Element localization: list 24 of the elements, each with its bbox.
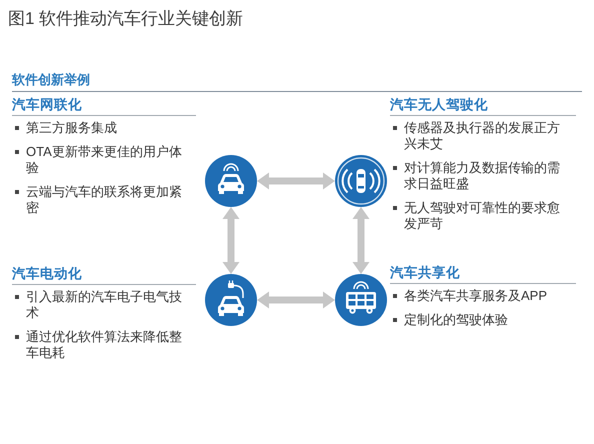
list-item: 通过优化软件算法来降低整车电耗: [14, 329, 186, 361]
list-item: 第三方服务集成: [14, 120, 186, 136]
car-signal-icon: [205, 155, 257, 207]
double-arrow: [257, 172, 335, 190]
section-heading: 汽车网联化: [12, 96, 196, 116]
bus-icon: [335, 274, 387, 326]
title: 图1 软件推动汽车行业关键创新: [8, 8, 244, 30]
list-item: 定制化的驾驶体验: [392, 312, 564, 328]
section-label: 软件创新举例: [12, 71, 582, 92]
electric-car-icon: [205, 274, 257, 326]
list-item: 各类汽车共享服务及APP: [392, 288, 564, 304]
section-heading: 汽车共享化: [390, 264, 576, 284]
section-heading: 汽车电动化: [12, 265, 196, 285]
list-item: OTA更新带来更佳的用户体验: [14, 144, 186, 176]
section-heading: 汽车无人驾驶化: [390, 96, 576, 116]
list-item: 对计算能力及数据传输的需求日益旺盛: [392, 160, 564, 192]
list-item: 引入最新的汽车电子电气技术: [14, 289, 186, 321]
double-arrow: [257, 292, 335, 308]
list-item: 云端与汽车的联系将更加紧密: [14, 184, 186, 216]
list-item: 无人驾驶对可靠性的要求愈发严苛: [392, 200, 564, 232]
double-arrow: [352, 207, 370, 274]
list-item: 传感器及执行器的发展正方兴未艾: [392, 120, 564, 152]
car-waves-icon: [335, 155, 387, 207]
double-arrow: [222, 207, 240, 274]
